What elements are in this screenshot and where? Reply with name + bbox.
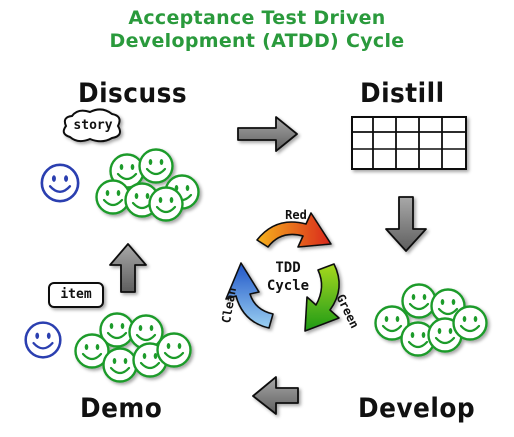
stage-discuss: Discuss [78,78,188,109]
tdd-clean-label: Clean [219,286,239,324]
arrow-discuss-to-distill-icon [237,116,298,152]
tdd-red-label: Red [285,208,307,222]
arrow-demo-to-discuss-icon [109,243,147,293]
story-tag-label: story [73,118,113,133]
customer-smiley-demo-icon [24,321,62,359]
stage-demo: Demo [80,393,163,424]
title-line-1: Acceptance Test Driven [128,7,386,29]
green-arrow-icon [304,263,340,332]
team-smileys-discuss-icon [95,148,200,222]
team-smileys-develop-icon [374,283,488,357]
stage-develop: Develop [358,393,476,424]
team-smileys-demo-icon [74,312,192,383]
arrow-distill-to-develop-icon [385,196,427,252]
item-tag-label: item [60,287,92,302]
red-arrow-icon [256,212,332,248]
stage-distill: Distill [360,78,445,109]
acceptance-test-table-icon [351,116,467,170]
arrow-develop-to-demo-icon [252,376,299,415]
item-tag [48,282,104,308]
blue-arrow-icon [225,262,274,329]
customer-smiley-icon [40,163,80,203]
tdd-green-label: Green [333,292,361,331]
title-line-2: Development (ATDD) Cycle [109,30,405,52]
tdd-center-label-1: TDD [275,260,300,276]
story-tag [62,108,121,143]
tdd-center-label-2: Cycle [267,278,309,294]
